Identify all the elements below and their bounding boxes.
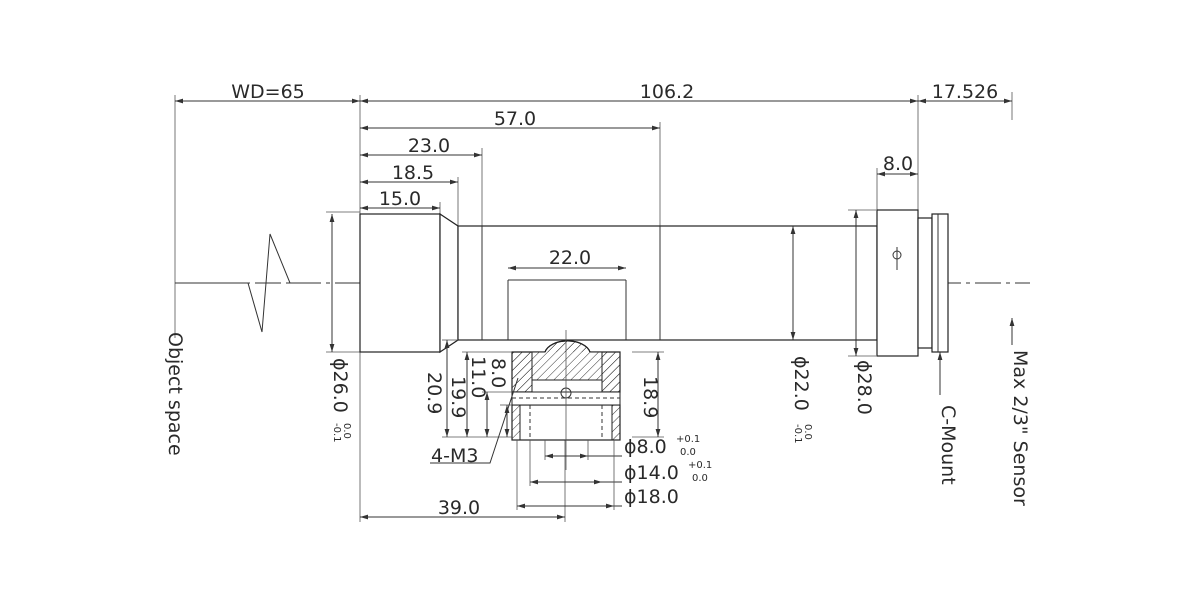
dia-tube-tol-lower: -0.1 bbox=[792, 424, 803, 444]
c-mount-thread bbox=[917, 217, 933, 349]
dia-rear-label: ϕ28.0 bbox=[853, 360, 875, 415]
lens-body bbox=[359, 209, 949, 357]
c-mount-label: C-Mount bbox=[937, 405, 959, 485]
c-mount-collar bbox=[876, 209, 919, 357]
mount-8-label: 8.0 bbox=[883, 153, 913, 175]
front-taper bbox=[439, 212, 459, 354]
main-tube bbox=[457, 225, 878, 341]
vertical-dimensions bbox=[329, 210, 1015, 464]
block-22-label: 22.0 bbox=[549, 247, 591, 269]
dia-front-tol-upper: 0.0 bbox=[341, 423, 352, 439]
front-barrel bbox=[359, 213, 441, 353]
h-20-9-label: 20.9 bbox=[423, 372, 445, 414]
sensor-label: Max 2/3" Sensor bbox=[1009, 350, 1031, 506]
hole-18-label: ϕ18.0 bbox=[624, 486, 679, 508]
len-18-5-label: 18.5 bbox=[392, 162, 434, 184]
object-space-label: Object space bbox=[164, 332, 186, 456]
len-15-label: 15.0 bbox=[379, 188, 421, 210]
total-length-label: 106.2 bbox=[640, 81, 694, 103]
mount-block-section bbox=[511, 330, 621, 470]
h-11-0-label: 11.0 bbox=[467, 356, 489, 398]
c-mount-flange bbox=[931, 213, 949, 353]
flange-label: 17.526 bbox=[932, 81, 998, 103]
h-19-9-label: 19.9 bbox=[447, 376, 469, 418]
wd-label: WD=65 bbox=[231, 81, 305, 103]
horizontal-dimensions bbox=[175, 98, 1012, 520]
hole-14-tol-upper: +0.1 bbox=[688, 460, 712, 471]
hole-8-tol-lower: 0.0 bbox=[680, 447, 696, 458]
hole-8-tol-upper: +0.1 bbox=[676, 434, 700, 445]
hole-14-tol-lower: 0.0 bbox=[692, 473, 708, 484]
hole-8-label: ϕ8.0 bbox=[624, 436, 667, 458]
dimension-labels: WD=65 106.2 17.526 57.0 23.0 18.5 15.0 8… bbox=[231, 81, 998, 519]
len-39-label: 39.0 bbox=[438, 497, 480, 519]
thread-callout: 4-M3 bbox=[431, 445, 478, 467]
hole-14-label: ϕ14.0 bbox=[624, 462, 679, 484]
dia-front-label: ϕ26.0 bbox=[329, 358, 351, 413]
len-57-label: 57.0 bbox=[494, 108, 536, 130]
dia-front-tol-lower: -0.1 bbox=[331, 423, 342, 443]
dia-tube-tol-upper: 0.0 bbox=[802, 424, 813, 440]
h-18-9-label: 18.9 bbox=[639, 376, 661, 418]
len-23-label: 23.0 bbox=[408, 135, 450, 157]
h-8-0-label: 8.0 bbox=[487, 358, 509, 388]
dia-tube-label: ϕ22.0 bbox=[790, 356, 812, 411]
vertical-labels: Object space ϕ26.0 0.0 -0.1 20.9 19.9 11… bbox=[164, 332, 1031, 506]
